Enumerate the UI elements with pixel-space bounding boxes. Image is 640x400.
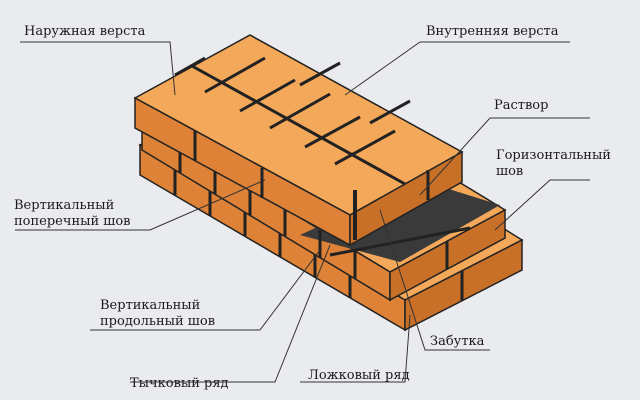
label-line: Вертикальный (14, 198, 115, 213)
label-vertical-long-seam: Вертикальный продольный шов (100, 298, 215, 330)
label-line: Вертикальный (100, 298, 201, 313)
leader-lines (15, 41, 590, 383)
label-vertical-cross-seam: Вертикальный поперечный шов (14, 198, 131, 230)
top-brick-layer (133, 34, 464, 247)
label-outer-verst: Наружная верста (24, 24, 146, 39)
label-header-row: Тычковый ряд (130, 376, 229, 391)
label-inner-verst: Внутренняя верста (426, 24, 559, 39)
label-stretcher-row: Ложковый ряд (308, 368, 410, 383)
label-line: продольный шов (100, 314, 216, 329)
label-mortar: Раствор (494, 98, 549, 113)
label-horizontal-seam: Горизонтальный шов (496, 148, 611, 180)
label-line: шов (496, 164, 524, 179)
label-line: Горизонтальный (496, 148, 611, 163)
label-line: поперечный шов (14, 214, 131, 229)
label-filling: Забутка (430, 334, 485, 349)
